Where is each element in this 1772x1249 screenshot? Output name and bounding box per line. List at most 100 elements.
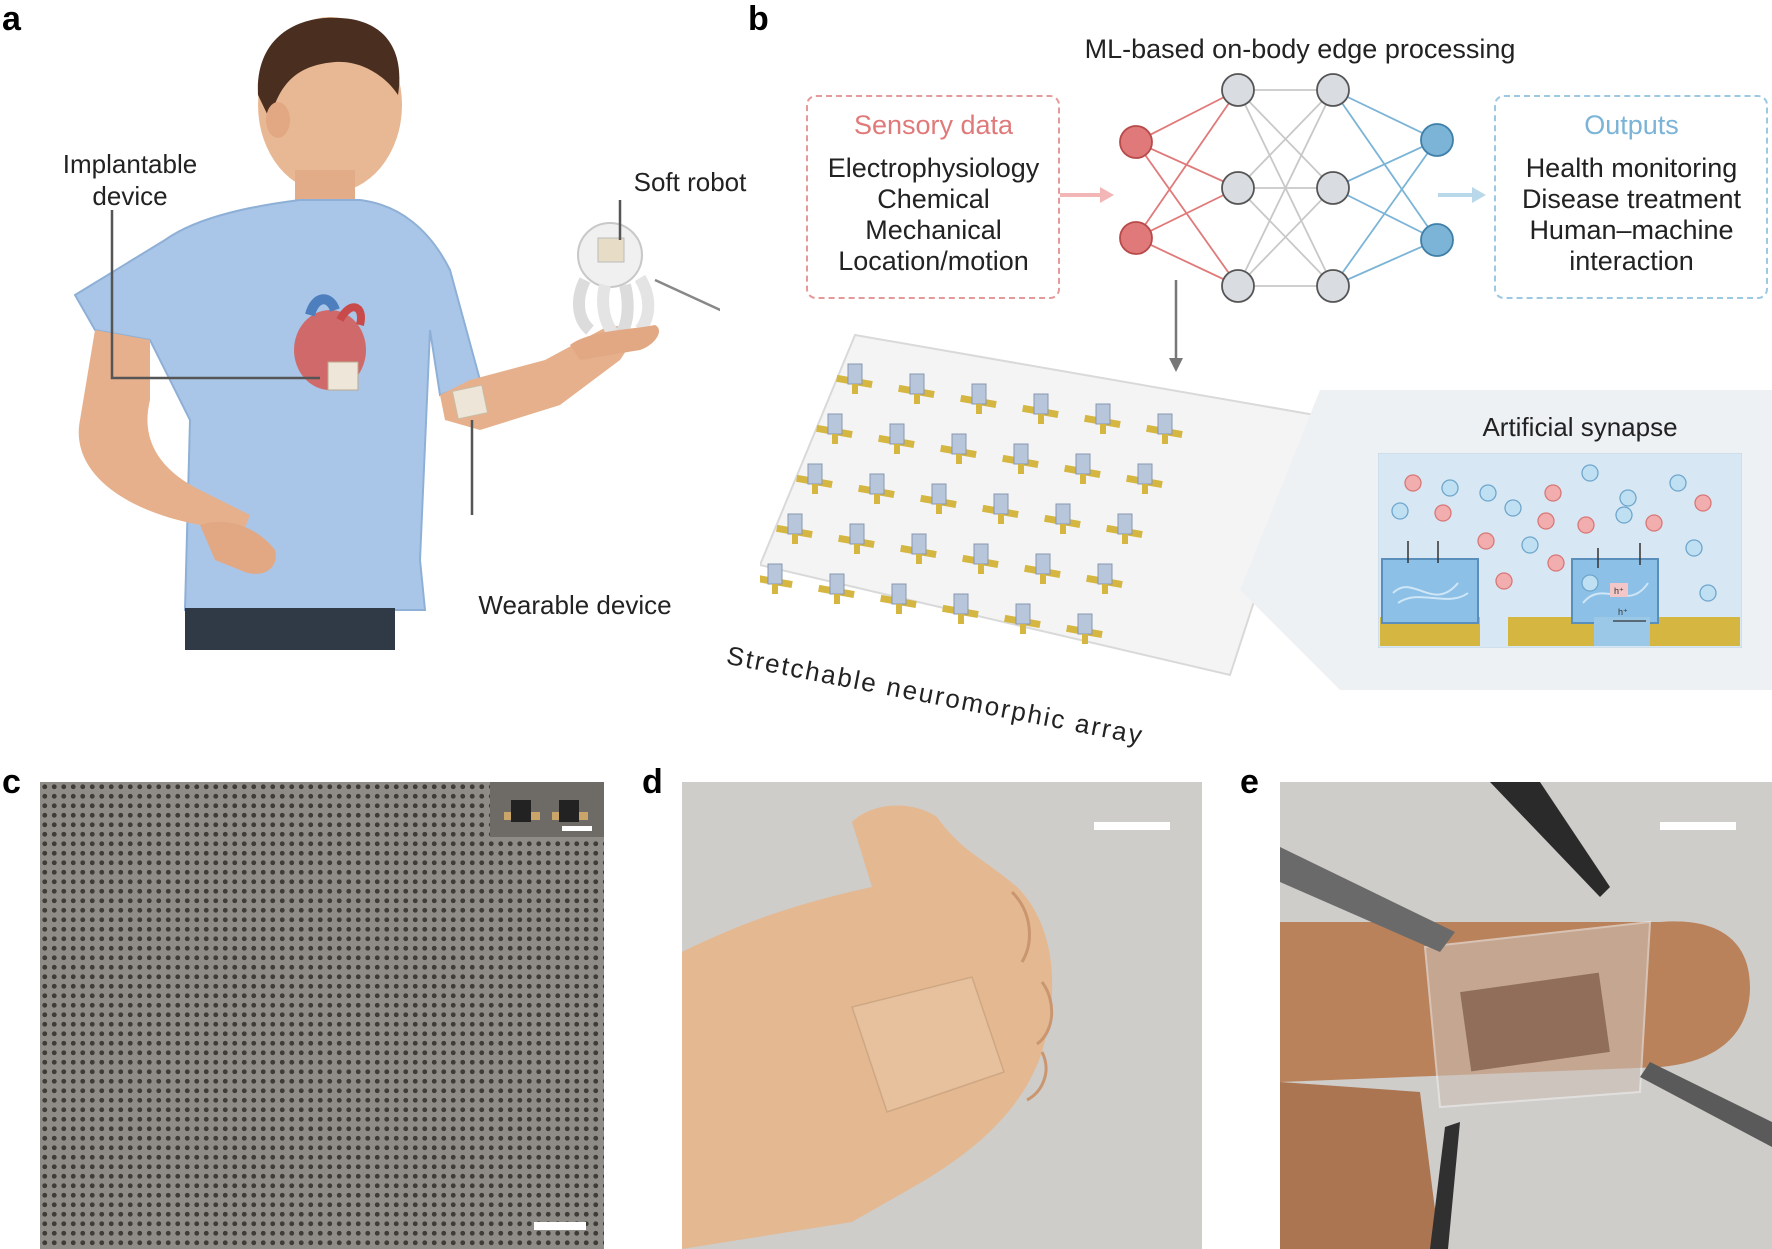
hidden-neuron xyxy=(1316,269,1350,303)
panel-label-d: d xyxy=(642,763,663,801)
human-illustration xyxy=(73,17,720,650)
hole-label-2: h⁺ xyxy=(1618,607,1628,617)
tweezer-top-left xyxy=(1280,847,1455,952)
tweezer-bottom xyxy=(1430,1122,1460,1249)
cation-icon xyxy=(1547,554,1565,572)
transistor-cell xyxy=(982,493,1019,524)
sensory-data-title: Sensory data xyxy=(853,110,1014,140)
panel-label-a: a xyxy=(2,0,21,38)
cation-icon xyxy=(1544,484,1562,502)
cation-icon xyxy=(1645,514,1663,532)
transistor-cell xyxy=(940,433,977,464)
transistor-cell xyxy=(796,463,833,494)
anion-icon xyxy=(1504,499,1522,517)
scale-bar-e xyxy=(1660,822,1736,830)
transistor-cell xyxy=(838,523,875,554)
network-edge xyxy=(1135,237,1239,287)
anion-icon xyxy=(1479,484,1497,502)
transistor-cell xyxy=(1146,413,1183,444)
network-edge xyxy=(1237,187,1334,287)
output-item-1: Health monitoring xyxy=(1525,153,1738,183)
hidden-neuron xyxy=(1221,269,1255,303)
soft-robot-icon xyxy=(573,222,655,340)
transistor-cell xyxy=(900,533,937,564)
network-edge xyxy=(1332,139,1438,287)
tweezer-top-right xyxy=(1490,782,1610,897)
network-edge xyxy=(1135,89,1239,239)
down-arrow-to-array xyxy=(1169,280,1183,372)
pants xyxy=(185,608,395,650)
network-edge xyxy=(1332,239,1438,287)
transistor-cell xyxy=(1066,613,1103,644)
anion-icon xyxy=(1669,474,1687,492)
input-neuron xyxy=(1119,221,1153,255)
transistor-cell xyxy=(962,543,999,574)
wrist-device-photo xyxy=(682,782,1202,1249)
left-arm xyxy=(78,330,250,540)
implantable-callout-line xyxy=(110,210,320,380)
transistor-cell xyxy=(1084,403,1121,434)
panel-label-c: c xyxy=(2,763,21,801)
transistor-cell xyxy=(1126,463,1163,494)
transistor-cell xyxy=(942,593,979,624)
transistor-cell xyxy=(1002,443,1039,474)
cation-icon xyxy=(1495,572,1513,590)
cation-icon xyxy=(1477,532,1495,550)
heart-icon xyxy=(294,294,366,391)
cation-icon xyxy=(1404,474,1422,492)
output-neuron xyxy=(1420,223,1454,257)
output-arrow xyxy=(1438,187,1486,203)
transistor-cell xyxy=(880,583,917,614)
left-channel xyxy=(1381,558,1479,624)
transistor-cell xyxy=(818,573,855,604)
callout-implantable: Implantable device xyxy=(62,149,198,211)
network-edge xyxy=(1237,89,1334,287)
finger-device-photo xyxy=(1280,782,1772,1249)
network-edge xyxy=(1332,89,1438,141)
transistor-cell xyxy=(1004,603,1041,634)
input-neuron xyxy=(1119,125,1153,159)
sensory-item-4: Location/motion xyxy=(838,246,1029,276)
transistor-cell xyxy=(898,373,935,404)
transistor-cell xyxy=(1024,553,1061,584)
output-neuron xyxy=(1420,123,1454,157)
sensory-item-3: Mechanical xyxy=(865,215,1002,245)
network-edge xyxy=(1237,89,1334,189)
scale-bar-d xyxy=(1094,822,1170,830)
tweezer-right xyxy=(1640,1062,1772,1147)
output-item-4: interaction xyxy=(1569,246,1694,276)
anion-icon xyxy=(1615,506,1633,524)
device-patch xyxy=(851,976,1005,1113)
output-item-2: Disease treatment xyxy=(1521,184,1742,214)
artificial-synapse-title: Artificial synapse xyxy=(1482,412,1678,442)
shirt xyxy=(73,199,482,611)
input-arrow xyxy=(1060,187,1114,203)
anion-icon xyxy=(1699,584,1717,602)
stretchable-neuromorphic-array xyxy=(760,333,1317,677)
transistor-cell xyxy=(1022,393,1059,424)
anion-icon xyxy=(1521,536,1539,554)
cation-icon xyxy=(1434,504,1452,522)
network-edge xyxy=(1332,139,1438,189)
ear xyxy=(266,102,290,138)
palm-hand xyxy=(570,325,660,360)
output-item-3: Human–machine xyxy=(1529,215,1734,245)
outputs-box xyxy=(1494,95,1768,299)
right-electrode xyxy=(1650,617,1740,646)
callout-wearable: Wearable device xyxy=(478,590,672,620)
hole-label-1: h⁺ xyxy=(1614,586,1624,596)
anion-icon xyxy=(1391,502,1409,520)
transistor-cell xyxy=(776,513,813,544)
cation-icon xyxy=(1577,516,1595,534)
panel-label-e: e xyxy=(1240,763,1259,801)
artificial-synapse-diagram: h⁺ h⁺ xyxy=(1378,453,1742,648)
waist-hand xyxy=(200,521,276,574)
microscope-inset xyxy=(490,782,604,837)
transistor-cell xyxy=(816,413,853,444)
hidden-neuron xyxy=(1221,73,1255,107)
transistor-cell xyxy=(960,383,997,414)
panel-b-title: ML-based on-body edge processing xyxy=(1084,34,1516,64)
transistor-cell xyxy=(1106,513,1143,544)
outputs-title: Outputs xyxy=(1584,110,1679,140)
sensory-item-2: Chemical xyxy=(877,184,990,214)
